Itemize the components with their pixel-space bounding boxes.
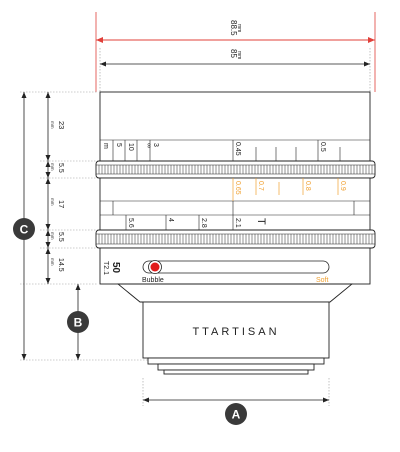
distance-scale: m ∞ 10 5 3 0.45 0.5 xyxy=(102,140,341,161)
scale-07: 0.7 xyxy=(257,181,264,191)
rear-markings: 50 T2.1 Bubble Soft xyxy=(102,260,330,284)
c-label: C xyxy=(20,223,29,237)
mount-flange xyxy=(147,357,325,365)
segment-1-unit: mm xyxy=(50,121,55,129)
arrowhead-left xyxy=(96,37,103,43)
body-arrow-right xyxy=(364,61,370,67)
scale-09: 0.9 xyxy=(339,181,346,191)
lens-body xyxy=(95,91,376,375)
body-width-unit: mm xyxy=(236,51,242,59)
taper-section xyxy=(116,283,354,303)
distance-045: 0.45 xyxy=(234,142,241,156)
t-stop-scale: 5.6 4 2.8 2.1 T xyxy=(112,201,355,230)
c-badge xyxy=(13,218,35,240)
overall-width-value: 88.5 xyxy=(229,20,238,36)
mount-rear xyxy=(163,369,309,375)
soft-label: Soft xyxy=(316,277,329,284)
distance-3: 3 xyxy=(152,143,159,147)
segment-5-value: 14.5 xyxy=(57,258,64,272)
segment-2-value: 5.5 xyxy=(57,163,64,173)
middle-barrel xyxy=(99,177,371,231)
segment-3-unit: mm xyxy=(50,198,55,206)
bubble-indicator xyxy=(150,262,160,272)
body-width-dimension: 85 mm xyxy=(99,48,371,92)
scale-08: 0.8 xyxy=(304,181,311,191)
left-segment-dimensions: 23 mm 5.5 mm 17 mm 5.5 mm 14.5 mm xyxy=(20,91,150,361)
distance-05: 0.5 xyxy=(319,142,326,152)
overall-width-dimension: 88.5 mm xyxy=(95,12,376,92)
overall-width-unit: mm xyxy=(236,24,242,32)
mount-body xyxy=(142,301,330,359)
gear-teeth-1 xyxy=(98,165,373,174)
scale-065: 0.65 xyxy=(234,181,241,195)
segment-4-value: 5.5 xyxy=(57,232,64,242)
t-index: T xyxy=(255,218,267,225)
focal-length: 50 xyxy=(110,262,121,274)
body-width-value: 85 xyxy=(229,49,238,58)
t-4: 4 xyxy=(167,218,174,222)
bubble-slot[interactable] xyxy=(142,260,330,274)
b-label: B xyxy=(74,316,83,330)
segment-3-value: 17 xyxy=(57,200,66,208)
arrowhead-right xyxy=(368,37,375,43)
dimension-c: C xyxy=(13,92,35,360)
segment-5-unit: mm xyxy=(50,258,55,266)
aperture-mark: T2.1 xyxy=(102,261,109,275)
dimension-a: A xyxy=(142,378,330,425)
a-badge xyxy=(225,403,247,425)
segment-2-unit: mm xyxy=(50,163,55,171)
segment-1-value: 23 xyxy=(57,121,66,129)
gear-teeth-2 xyxy=(98,234,373,244)
front-barrel xyxy=(99,91,371,162)
t-28: 2.8 xyxy=(200,218,207,228)
distance-5: 5 xyxy=(115,143,122,147)
bubble-label: Bubble xyxy=(142,277,164,284)
a-label: A xyxy=(232,408,241,422)
body-arrow-left xyxy=(100,61,106,67)
distance-10: 10 xyxy=(127,143,134,151)
segment-4-unit: mm xyxy=(50,232,55,240)
orange-scale: 0.65 0.7 0.8 0.9 xyxy=(232,178,346,201)
t-56: 5.6 xyxy=(127,218,134,228)
t-21: 2.1 xyxy=(234,218,241,228)
dimension-b: B xyxy=(67,284,89,360)
distance-unit-m: m xyxy=(102,143,109,149)
distance-infinity: ∞ xyxy=(145,143,152,148)
brand-label: TTARTISAN xyxy=(192,326,279,338)
mount-bayonet xyxy=(157,363,315,371)
b-badge xyxy=(67,311,89,333)
